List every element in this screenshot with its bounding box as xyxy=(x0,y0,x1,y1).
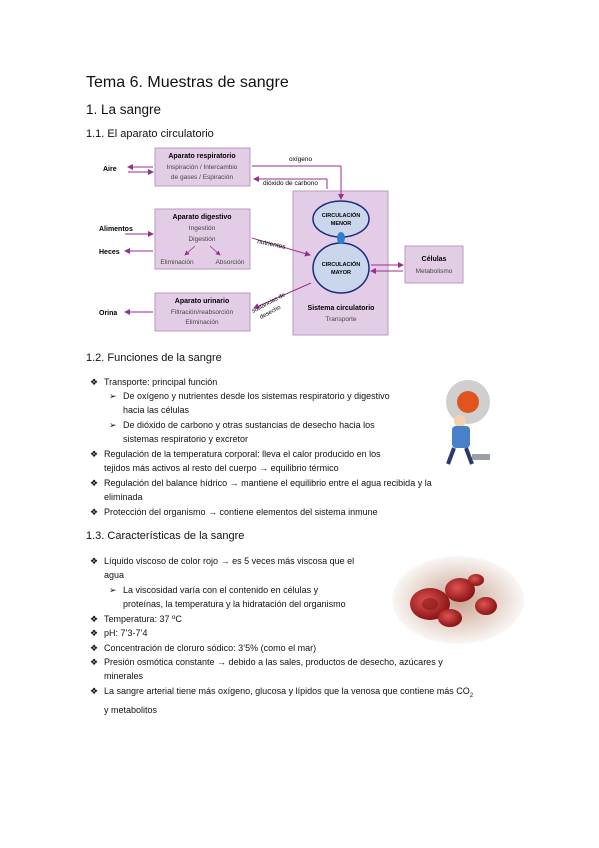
respiratory-title: Aparato respiratorio xyxy=(168,153,235,160)
digestive-box xyxy=(154,208,251,270)
list-item: ➢ De dióxido de carbono y otras sustanci… xyxy=(109,420,375,444)
diamond-bullet-icon: ❖ xyxy=(90,628,99,638)
cells-sub: Metabolismo xyxy=(416,268,453,275)
urinary-line: Filtración/reabsorción xyxy=(171,309,234,316)
arrow-bullet-icon: ➢ xyxy=(109,585,117,595)
cells-title: Células xyxy=(422,256,447,263)
respiratory-line: Inspiración / Intercambio xyxy=(167,164,238,171)
co2-label: dióxido de carbono xyxy=(263,180,318,187)
urine-label: Orina xyxy=(99,310,117,317)
diamond-bullet-icon: ❖ xyxy=(90,556,99,566)
diamond-bullet-icon: ❖ xyxy=(90,377,99,387)
page-title: Tema 6. Muestras de sangre xyxy=(86,74,289,91)
digestive-title: Aparato digestivo xyxy=(172,214,231,221)
list-item: ❖ Concentración de cloruro sódico: 3’5% … xyxy=(90,643,317,653)
list-item: ❖ Temperatura: 37 ºC xyxy=(90,614,182,624)
feces-label: Heces xyxy=(99,249,120,256)
list-item: ❖ Transporte: principal función xyxy=(90,377,218,387)
list-item: ❖ Protección del organismo → contiene el… xyxy=(90,507,378,517)
lesser-circulation-ellipse xyxy=(312,200,370,238)
arrow-bullet-icon: ➢ xyxy=(109,420,117,430)
list-item: ❖ Regulación de la temperatura corporal:… xyxy=(90,449,381,473)
list-item: ❖ Regulación del balance hídrico → manti… xyxy=(90,478,432,502)
urinary-title: Aparato urinario xyxy=(175,298,229,305)
arrow-bullet-icon: ➢ xyxy=(109,391,117,401)
diamond-bullet-icon: ❖ xyxy=(90,686,99,696)
subsection-heading: 1.1. El aparato circulatorio xyxy=(86,128,214,140)
cells-box xyxy=(404,245,464,284)
respiratory-box xyxy=(154,147,251,187)
greater-circulation-ellipse xyxy=(312,242,370,294)
urinary-line: Eliminación xyxy=(185,319,219,326)
list-item: ❖ Líquido viscoso de color rojo → es 5 v… xyxy=(90,556,355,580)
urinary-box xyxy=(154,292,251,332)
diamond-bullet-icon: ❖ xyxy=(90,507,99,517)
list-item: ❖ pH: 7’3-7’4 xyxy=(90,628,148,638)
diamond-bullet-icon: ❖ xyxy=(90,614,99,624)
greater-circulation-label: MAYOR xyxy=(331,270,351,276)
circulatory-system-sub: Transporte xyxy=(325,316,357,323)
subsection-heading: 1.2. Funciones de la sangre xyxy=(86,352,222,364)
drop-icon xyxy=(337,232,345,244)
lesser-circulation-label: CIRCULACIÓN xyxy=(322,211,361,219)
food-label: Alimentos xyxy=(99,226,133,233)
oxygen-label: oxígeno xyxy=(289,156,313,163)
section-heading: 1. La sangre xyxy=(86,102,162,117)
air-label: Aire xyxy=(103,166,117,173)
digestive-line: Ingestión xyxy=(189,225,216,232)
list-item: ❖ Presión osmótica constante → debido a … xyxy=(90,657,443,681)
red-blood-cells-illustration xyxy=(392,556,524,644)
overheated-person-illustration xyxy=(446,380,490,465)
lesser-circulation-label: MENOR xyxy=(331,221,352,227)
circulatory-diagram: Aire Alimentos Heces Orina Aparato respi… xyxy=(99,147,464,336)
diamond-bullet-icon: ❖ xyxy=(90,643,99,653)
greater-circulation-label: CIRCULACIÓN xyxy=(322,260,361,268)
digestive-line: Absorción xyxy=(216,259,245,266)
digestive-line: Eliminación xyxy=(160,259,194,266)
list-item: ❖ La sangre arterial tiene más oxígeno, … xyxy=(90,686,474,715)
diamond-bullet-icon: ❖ xyxy=(90,478,99,488)
circulatory-system-title: Sistema circulatorio xyxy=(308,305,375,312)
diamond-bullet-icon: ❖ xyxy=(90,449,99,459)
nutrients-label: nutrientes xyxy=(257,238,287,251)
list-item: ➢ De oxígeno y nutrientes desde los sist… xyxy=(109,391,390,415)
diamond-bullet-icon: ❖ xyxy=(90,657,99,667)
digestive-line: Digestión xyxy=(188,236,215,243)
respiratory-line: de gases / Espiración xyxy=(171,174,234,181)
list-item: ➢ La viscosidad varía con el contenido e… xyxy=(109,585,346,609)
subsection-heading: 1.3. Características de la sangre xyxy=(86,530,245,542)
